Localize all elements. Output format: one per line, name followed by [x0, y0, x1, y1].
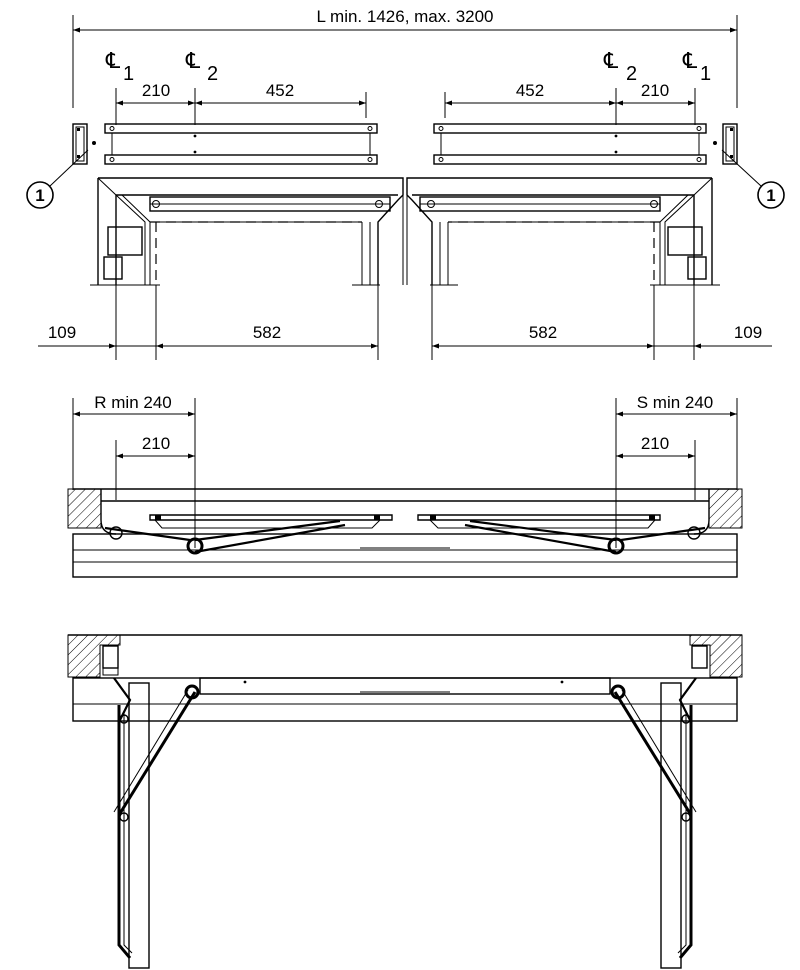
r-min-label: R min 240: [94, 393, 171, 412]
dim-left-582: 582: [253, 323, 281, 342]
s-min-label: S min 240: [637, 393, 714, 412]
middle-view-assembly: [67, 488, 743, 578]
centerline-right-outer: ℄ 1: [682, 48, 711, 85]
right-wall-bracket: [713, 123, 738, 165]
dim-right-109: 109: [734, 323, 762, 342]
overall-dimension: L min. 1426, max. 3200: [72, 7, 738, 108]
right-door-frame: [406, 177, 720, 286]
dim-left-452: 452: [266, 81, 294, 100]
svg-text:℄: ℄: [682, 48, 698, 73]
svg-text:1: 1: [35, 186, 44, 205]
centerline-right-inner: ℄ 2: [603, 48, 637, 85]
dim-left-210: 210: [142, 81, 170, 100]
svg-text:1: 1: [700, 63, 711, 85]
dim-left-109: 109: [48, 323, 76, 342]
right-rail: [433, 123, 707, 165]
dim-right-210: 210: [641, 81, 669, 100]
left-wall-bracket: [72, 123, 96, 165]
center-mullion: [402, 195, 408, 285]
bottom-dimension-lines: 109 582 582 109: [38, 285, 772, 360]
dim-right-452: 452: [516, 81, 544, 100]
svg-text:1: 1: [123, 63, 134, 85]
svg-text:℄: ℄: [185, 48, 201, 73]
centerline-left-inner: ℄ 2: [185, 48, 218, 85]
svg-text:℄: ℄: [603, 48, 619, 73]
top-dimension-lines: 210 452 452 210: [115, 81, 696, 125]
dim-mid-left-210: 210: [142, 434, 170, 453]
bottom-view-assembly: [67, 634, 743, 969]
svg-text:2: 2: [207, 63, 218, 85]
dim-right-582: 582: [529, 323, 557, 342]
svg-text:℄: ℄: [105, 48, 121, 73]
svg-text:1: 1: [766, 186, 775, 205]
overall-dimension-label: L min. 1426, max. 3200: [316, 7, 493, 26]
left-door-frame: [90, 177, 404, 286]
callout-right: 1: [721, 149, 785, 209]
centerline-left-outer: ℄ 1: [105, 48, 134, 85]
left-rail: [104, 123, 378, 165]
dim-mid-right-210: 210: [641, 434, 669, 453]
svg-text:2: 2: [626, 63, 637, 85]
middle-dimensions: R min 240 S min 240 210 210: [72, 393, 738, 548]
callout-left: 1: [26, 149, 89, 209]
